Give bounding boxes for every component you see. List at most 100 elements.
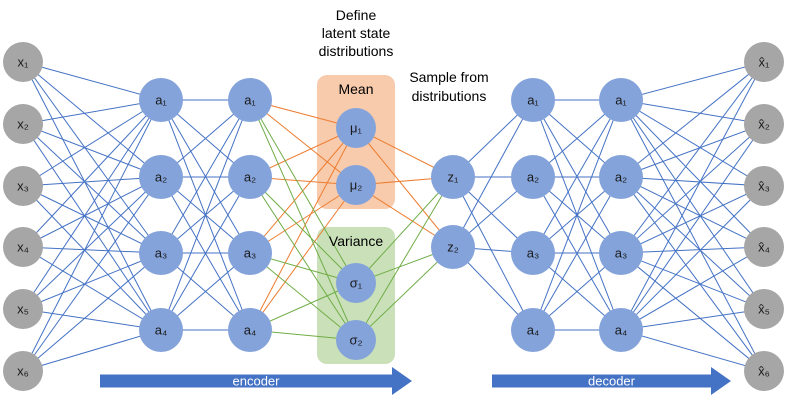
edge-dec-h2-3-output-3 bbox=[620, 185, 765, 254]
edge-input-1-enc-h1-3 bbox=[22, 61, 162, 254]
edge-dec-h2-2-output-1 bbox=[620, 61, 765, 178]
edge-input-6-enc-h1-1 bbox=[22, 99, 162, 372]
node-z-2 bbox=[431, 225, 475, 269]
edge-enc-h2-2-variance-1 bbox=[249, 176, 357, 284]
node-label-input-3: x₃ bbox=[17, 179, 29, 194]
edge-variance-2-z-2 bbox=[355, 246, 454, 341]
mean-box-label: Mean bbox=[338, 81, 373, 97]
node-label-output-1: x̂₁ bbox=[759, 55, 771, 70]
edge-dec-h2-1-output-5 bbox=[620, 99, 765, 310]
sample-annotation-line-2: distributions bbox=[412, 88, 487, 104]
edge-dec-h2-4-output-3 bbox=[620, 185, 765, 331]
edge-input-3-enc-h1-4 bbox=[22, 185, 162, 331]
edge-input-5-enc-h1-3 bbox=[22, 252, 162, 310]
node-label-z-2: z₂ bbox=[447, 240, 459, 255]
node-dec-h2-2 bbox=[599, 155, 643, 199]
node-enc-h1-2 bbox=[139, 155, 183, 199]
node-enc-h2-2 bbox=[228, 155, 272, 199]
edge-dec-h2-3-output-4 bbox=[620, 246, 765, 254]
edge-input-5-enc-h1-4 bbox=[22, 308, 162, 331]
node-dec-h2-4 bbox=[599, 308, 643, 352]
diagram-title-line-3: distributions bbox=[319, 43, 394, 59]
edge-dec-h2-4-output-6 bbox=[620, 329, 765, 372]
diagram-title-line-2: latent state bbox=[322, 25, 391, 41]
node-enc-h2-3 bbox=[228, 231, 272, 275]
edge-input-4-enc-h1-1 bbox=[22, 99, 162, 248]
edge-input-2-enc-h1-2 bbox=[22, 123, 162, 178]
node-label-mean-2: μ₂ bbox=[350, 178, 363, 193]
edge-dec-h2-2-output-3 bbox=[620, 176, 765, 187]
node-input-4 bbox=[3, 227, 43, 267]
node-enc-h1-4 bbox=[139, 308, 183, 352]
node-enc-h2-1 bbox=[228, 78, 272, 122]
edge-enc-h2-4-mean-2 bbox=[249, 184, 357, 331]
edge-dec-h1-4-dec-h2-2 bbox=[532, 176, 622, 331]
node-dec-h1-2 bbox=[511, 155, 555, 199]
node-input-1 bbox=[3, 42, 43, 82]
edge-dec-h2-3-output-2 bbox=[620, 123, 765, 254]
node-label-dec-h2-3: a₃ bbox=[615, 246, 628, 261]
node-output-3 bbox=[744, 166, 784, 206]
node-label-dec-h2-4: a₄ bbox=[615, 323, 628, 338]
node-label-dec-h1-1: a₁ bbox=[527, 93, 539, 108]
edge-dec-h2-2-output-6 bbox=[620, 176, 765, 372]
node-label-dec-h2-2: a₂ bbox=[615, 170, 627, 185]
edge-variance-1-z-1 bbox=[355, 176, 454, 284]
edge-input-6-enc-h1-4 bbox=[22, 329, 162, 372]
edge-dec-h2-2-output-5 bbox=[620, 176, 765, 310]
node-label-output-5: x̂₅ bbox=[758, 302, 770, 317]
edge-enc-h1-4-enc-h2-2 bbox=[160, 176, 251, 331]
edge-mean-1-z-2 bbox=[355, 127, 454, 248]
edge-input-5-enc-h1-2 bbox=[22, 176, 162, 310]
edge-dec-h2-4-output-5 bbox=[620, 308, 765, 331]
decoder-arrow-label: decoder bbox=[588, 374, 636, 389]
node-input-3 bbox=[3, 166, 43, 206]
node-label-dec-h1-3: a₃ bbox=[527, 246, 540, 261]
edge-input-1-enc-h1-2 bbox=[22, 61, 162, 178]
edge-input-6-enc-h1-3 bbox=[22, 252, 162, 372]
edge-input-4-enc-h1-3 bbox=[22, 246, 162, 254]
edge-input-1-enc-h1-1 bbox=[22, 61, 162, 101]
edge-enc-h2-3-variance-2 bbox=[249, 252, 357, 341]
encoder-arrow-label: encoder bbox=[233, 374, 281, 389]
node-dec-h1-1 bbox=[511, 78, 555, 122]
node-input-6 bbox=[3, 351, 43, 391]
node-enc-h1-1 bbox=[139, 78, 183, 122]
node-mean-2 bbox=[336, 165, 376, 205]
node-output-4 bbox=[744, 227, 784, 267]
node-input-5 bbox=[3, 289, 43, 329]
node-label-enc-h2-3: a₃ bbox=[244, 246, 257, 261]
node-label-output-4: x̂₄ bbox=[758, 240, 770, 255]
edge-variance-2-z-1 bbox=[355, 176, 454, 341]
node-label-mean-1: μ₁ bbox=[350, 121, 362, 136]
edge-z-2-dec-h1-1 bbox=[452, 99, 534, 248]
node-label-dec-h1-2: a₂ bbox=[527, 170, 539, 185]
edge-input-2-enc-h1-4 bbox=[22, 123, 162, 331]
edge-input-5-enc-h1-1 bbox=[22, 99, 162, 310]
edge-dec-h2-4-output-2 bbox=[620, 123, 765, 331]
edge-enc-h2-1-variance-1 bbox=[249, 99, 357, 284]
edge-dec-h2-1-output-6 bbox=[620, 99, 765, 372]
node-label-enc-h2-2: a₂ bbox=[244, 170, 256, 185]
edge-dec-h2-2-output-4 bbox=[620, 176, 765, 248]
edge-dec-h2-1-output-3 bbox=[620, 99, 765, 187]
edge-input-3-enc-h1-3 bbox=[22, 185, 162, 254]
node-output-2 bbox=[744, 104, 784, 144]
node-enc-h1-3 bbox=[139, 231, 183, 275]
node-output-1 bbox=[744, 42, 784, 82]
decoder-arrow bbox=[492, 367, 731, 395]
node-label-input-5: x₅ bbox=[17, 302, 29, 317]
node-dec-h1-4 bbox=[511, 308, 555, 352]
node-label-enc-h2-4: a₄ bbox=[244, 323, 257, 338]
node-label-dec-h2-1: a₁ bbox=[615, 93, 627, 108]
encoder-arrow bbox=[100, 367, 412, 395]
variance-box-label: Variance bbox=[329, 233, 383, 249]
node-label-enc-h2-1: a₁ bbox=[244, 93, 256, 108]
node-dec-h2-3 bbox=[599, 231, 643, 275]
edge-dec-h2-1-output-2 bbox=[620, 99, 765, 125]
edge-input-1-enc-h1-4 bbox=[22, 61, 162, 331]
edge-enc-h2-1-variance-2 bbox=[249, 99, 357, 341]
edge-dec-h2-4-output-1 bbox=[620, 61, 765, 331]
node-variance-2 bbox=[336, 320, 376, 360]
